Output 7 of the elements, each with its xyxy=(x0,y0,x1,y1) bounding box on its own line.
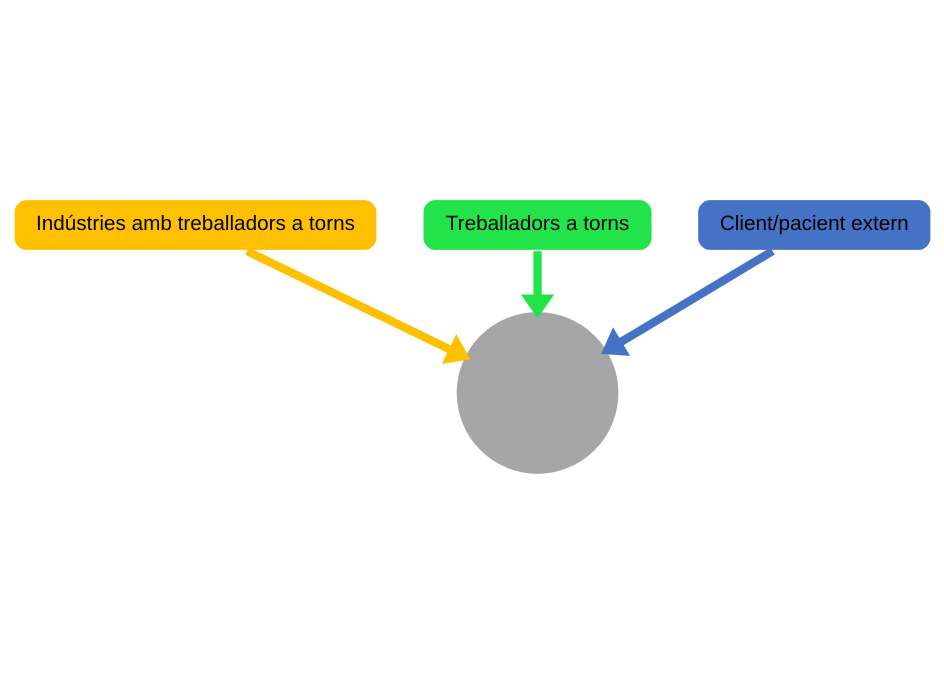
node-circle xyxy=(454,310,620,476)
arrow xyxy=(600,247,774,356)
arrow xyxy=(244,246,470,364)
node-box: Client/pacient extern xyxy=(696,198,932,252)
node-box: Indústries amb treballadors a torns xyxy=(12,198,378,252)
node-box: Treballadors a torns xyxy=(420,198,654,252)
arrow xyxy=(520,250,554,318)
